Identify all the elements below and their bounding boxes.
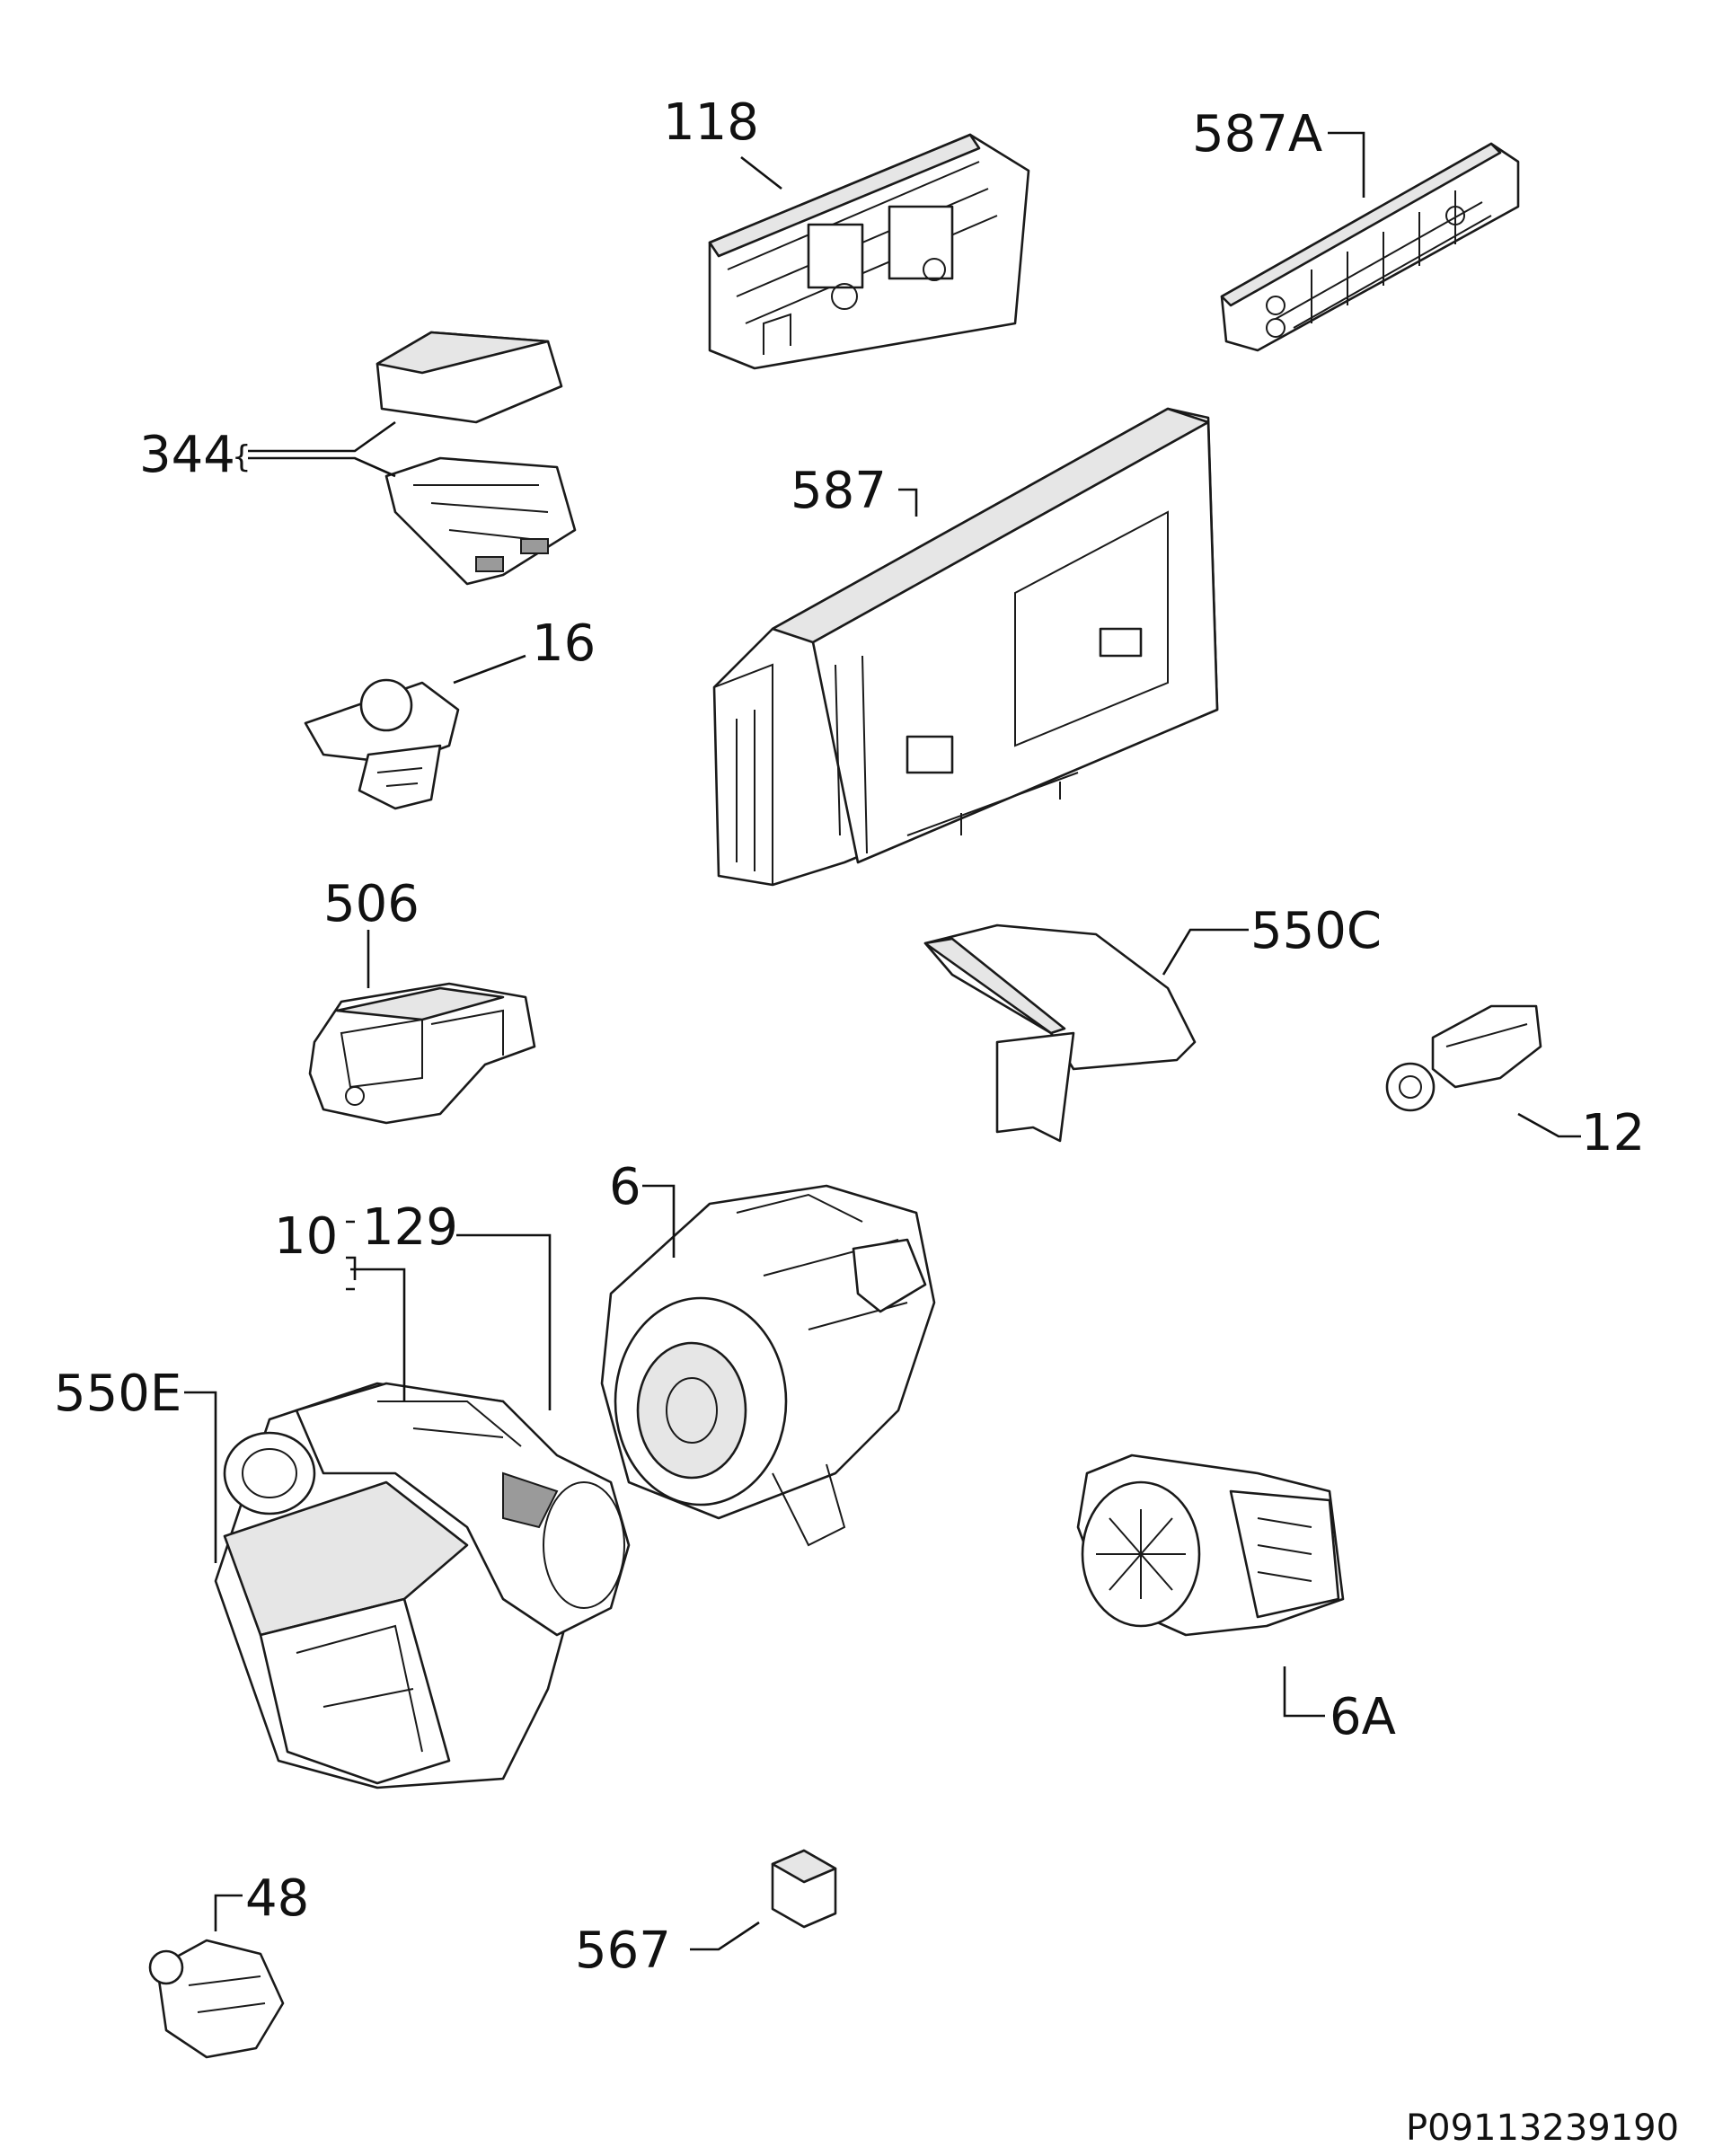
label-506: 506 xyxy=(323,875,420,933)
label-344-bracket: { xyxy=(232,439,252,475)
label-587a: 587A xyxy=(1192,105,1322,163)
label-16: 16 xyxy=(532,614,596,673)
part-118-control-board xyxy=(708,133,1030,370)
label-48: 48 xyxy=(245,1869,309,1928)
label-10: 10 xyxy=(274,1207,338,1266)
part-129-heater xyxy=(295,1382,631,1637)
label-12: 12 xyxy=(1581,1104,1645,1162)
part-506-bracket xyxy=(308,982,536,1125)
part-344-switch-assembly xyxy=(375,331,577,586)
part-16-door-lock xyxy=(304,678,460,810)
part-6-pump-motor xyxy=(600,1184,936,1547)
part-587-main-module xyxy=(712,407,1219,887)
part-550c-cover xyxy=(923,923,1197,1143)
label-344: 344 xyxy=(139,426,235,484)
label-129: 129 xyxy=(362,1198,458,1257)
label-6a: 6A xyxy=(1330,1688,1396,1746)
part-587a-module-strip xyxy=(1220,142,1520,352)
drawing-code: P09113239190 xyxy=(1406,2107,1679,2149)
label-567: 567 xyxy=(575,1922,671,1980)
part-48-valve xyxy=(148,1939,285,2059)
label-587: 587 xyxy=(791,462,887,520)
label-550e: 550E xyxy=(54,1365,181,1423)
part-567-connector xyxy=(771,1849,837,1929)
label-550c: 550C xyxy=(1250,902,1382,960)
label-6: 6 xyxy=(609,1158,641,1216)
part-6a-drain-pump xyxy=(1076,1454,1345,1637)
part-12-sensor xyxy=(1385,1004,1542,1112)
label-118: 118 xyxy=(663,93,759,152)
